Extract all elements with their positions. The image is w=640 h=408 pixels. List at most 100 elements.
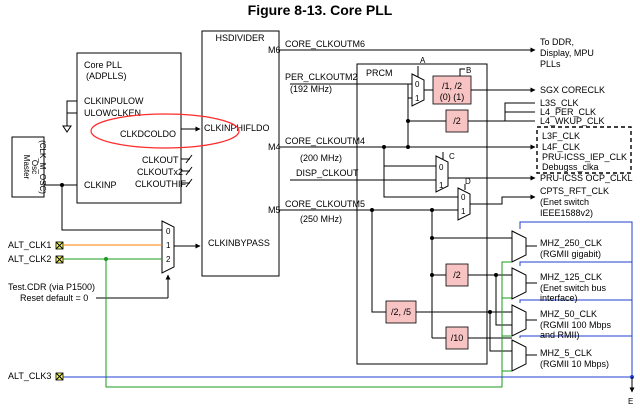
core-clkoutm6-label: CORE_CLKOUTM6 [285,39,365,49]
master-osc-block [11,136,45,198]
port-m4: M4 [268,142,281,152]
alt-clk3-branch [519,221,633,377]
port-m6: M6 [268,45,281,55]
out-cpts-line1: CPTS_RFT_CLK [540,186,609,196]
ulow-tie-ground [62,100,77,133]
mux-c-wires [382,145,536,181]
core-pll-subtitle: (ADPLLS) [86,71,127,81]
core-pll-block [76,52,182,204]
output-mux-wires [526,245,537,356]
out-mhz125-line3: interface) [540,293,578,303]
out-mhz5-line1: MHZ_5_CLK [540,348,592,358]
bypass-input-mux [161,220,175,274]
divider-2-enet-label: /2 [453,270,461,280]
mux-c-sel1: 1 [439,181,444,190]
out-ddr-line2: Display, MPU [540,48,594,58]
disp-clkout-label: DISP_CLKOUT [296,168,359,178]
per-freq-label: (192 MHz) [290,84,332,94]
mux-a-sel1: 1 [415,94,420,103]
inmux-to-hsdiv-wire [96,243,201,299]
mux-sel-1: 1 [166,241,171,250]
testcdr-default: Reset default = 0 [20,293,88,303]
divider-1-2-sub: (0) (1) [440,92,465,102]
prcm-block [356,63,488,365]
divider-2-l3s [445,109,469,133]
out-mhz250-line1: MHZ_250_CLK [540,238,602,248]
select-e-label: E [628,397,633,406]
divider-10-label: /10 [451,333,464,343]
out-mhz125-line1: MHZ_125_CLK [540,272,602,282]
mux-a-wires [406,66,433,149]
out-ddr-line1: To DDR, [540,37,574,47]
m5-freq-label: (250 MHz) [300,214,342,224]
mux-a-label: A [420,56,426,65]
hsdivider-title: HSDIVIDER [215,33,265,43]
mux-5 [511,339,527,372]
select-b-wire [459,68,465,76]
out-sgx: SGX CORECLK [540,85,605,95]
mux-250 [511,230,527,263]
alt-clk2-junction [104,257,108,261]
out-mhz125-line2: (Enet switch bus [540,283,607,293]
mux-d-sel0: 0 [461,193,466,202]
port-clkout: CLKOUT [142,155,179,165]
out-pru-iep: PRU-ICSS_IEP_CLK [542,152,627,162]
testcdr-label: Test.CDR (via P1500) [8,282,95,292]
divider-2-l3s-label: /2 [453,116,461,126]
alt-clk2-branch [501,261,512,372]
out-l4per: L4_PER_CLK [540,107,596,117]
mux-c-sel0: 0 [439,163,444,172]
mux-50 [511,304,527,337]
select-b-label: B [466,66,471,75]
alt-clk2-wire [63,258,512,388]
mux-125 [511,267,527,300]
figure-title: Figure 8-13. Core PLL [248,2,393,18]
osc-line3: (CLK_M_OSC) [38,140,47,194]
port-clkinp: CLKINP [84,180,117,190]
alt-clk2-label: ALT_CLK2 [8,254,51,264]
mux-sel-0: 0 [166,227,171,236]
out-ddr-line3: PLLs [540,59,561,69]
port-clkinphifldo: CLKINPHIFLDO [204,123,270,133]
out-mhz5-line2: (RGMII 10 Mbps) [540,359,609,369]
port-clkdcoldo: CLKDCOLDO [120,129,176,139]
port-clkoutx2: CLKOUTx2 [137,167,183,177]
mux-c [435,155,449,193]
core-pll-title: Core PLL [84,60,122,70]
per-clkoutm2-label: PER_CLKOUTM2 [285,72,358,82]
out-l4wkup: L4_WKUP_CLK [540,116,605,126]
mux-c-label: C [449,152,455,161]
hsdivider-block [201,30,280,277]
mux-d-label: D [465,177,471,186]
m5-distribution [370,208,512,339]
out-mhz50-line1: MHZ_50_CLK [540,309,597,319]
port-clkinbypass: CLKINBYPASS [208,238,270,248]
divider-1-2 [432,75,472,105]
mux-d-wires [383,166,536,205]
divider-2-5-label: /2, /5 [391,307,411,317]
osc-wires [44,183,162,231]
osc-line2: Osc [30,160,39,174]
mux-a [411,73,425,107]
out-mhz50-line3: and RMII) [540,330,580,340]
clkdcoldo-highlight [90,113,240,149]
out-mhz250-line2: (RGMII gigabit) [540,249,601,259]
out-cpts-line3: IEEE1588v2) [540,208,593,218]
div2a-wires [406,102,535,123]
core-clkoutm4-label: CORE_CLKOUTM4 [285,136,365,146]
out-l3s: L3S_CLK [540,98,579,108]
mux-d-sel1: 1 [461,207,466,216]
osc-line1: Master [22,155,31,180]
out-l4f: L4F_CLK [542,142,580,152]
alt-clk1-label: ALT_CLK1 [8,240,51,250]
port-clkouthif: CLKOUTHIF [135,179,187,189]
out-mhz50-line2: (RGMII 100 Mbps [540,320,612,330]
nc-stub-marks [181,154,193,188]
alt-clk-pins [55,241,64,381]
m4-freq-label: (200 MHz) [300,153,342,163]
out-pru-ocp: PRU-ICSS OCP_CLKL [540,173,633,183]
mux-a-sel0: 0 [415,80,420,89]
mux-sel-2: 2 [166,255,171,264]
